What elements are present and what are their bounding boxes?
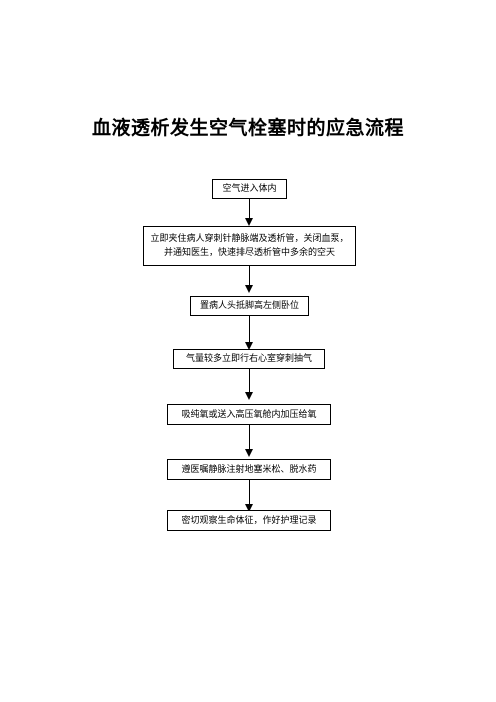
step-box-medication: 遵医嘱静脉注射地塞米松、脱水药: [167, 459, 331, 480]
step-text: 吸纯氧或送入高压氧舱内加压给氧: [181, 409, 317, 420]
flow-arrow-head: [245, 504, 253, 512]
flow-arrow-head: [245, 392, 253, 400]
step-text: 空气进入体内: [222, 184, 277, 194]
step-text: 遵医嘱静脉注射地塞米松、脱水药: [181, 464, 317, 475]
step-box-position-patient: 置病人头抵脚高左侧卧位: [190, 296, 309, 316]
flow-arrow-head: [245, 342, 253, 350]
step-text: 气量较多立即行右心室穿刺抽气: [185, 354, 312, 364]
step-box-ventricle-puncture: 气量较多立即行右心室穿刺抽气: [173, 349, 325, 369]
flow-arrow-head: [245, 285, 253, 293]
step-box-monitor-and-record: 密切观察生命体征，作好护理记录: [167, 510, 331, 531]
flow-arrow-line: [249, 369, 250, 394]
step-text-line-1: 立即夹住病人穿刺针静脉端及透析管，关闭血泵，: [150, 234, 349, 244]
flow-arrow-line: [249, 480, 250, 506]
page-title: 血液透析发生空气栓塞时的应急流程: [91, 117, 404, 139]
step-text: 置病人头抵脚高左侧卧位: [199, 301, 299, 311]
step-text: 密切观察生命体征，作好护理记录: [181, 515, 317, 526]
step-text-line-2: 并通知医生，快速排尽透析管中多余的空天: [163, 248, 335, 258]
step-box-oxygen: 吸纯氧或送入高压氧舱内加压给氧: [167, 404, 331, 425]
flow-arrow-line: [249, 316, 250, 344]
flow-arrow-line: [249, 199, 250, 219]
flow-arrow-head: [245, 218, 253, 226]
step-box-air-entry: 空气进入体内: [212, 179, 287, 199]
flow-arrow-head: [245, 449, 253, 457]
flow-arrow-line: [249, 266, 250, 286]
step-box-clamp-and-notify: 立即夹住病人穿刺针静脉端及透析管，关闭血泵， 并通知医生，快速排尽透析管中多余的…: [143, 226, 356, 266]
flow-arrow-line: [249, 425, 250, 451]
